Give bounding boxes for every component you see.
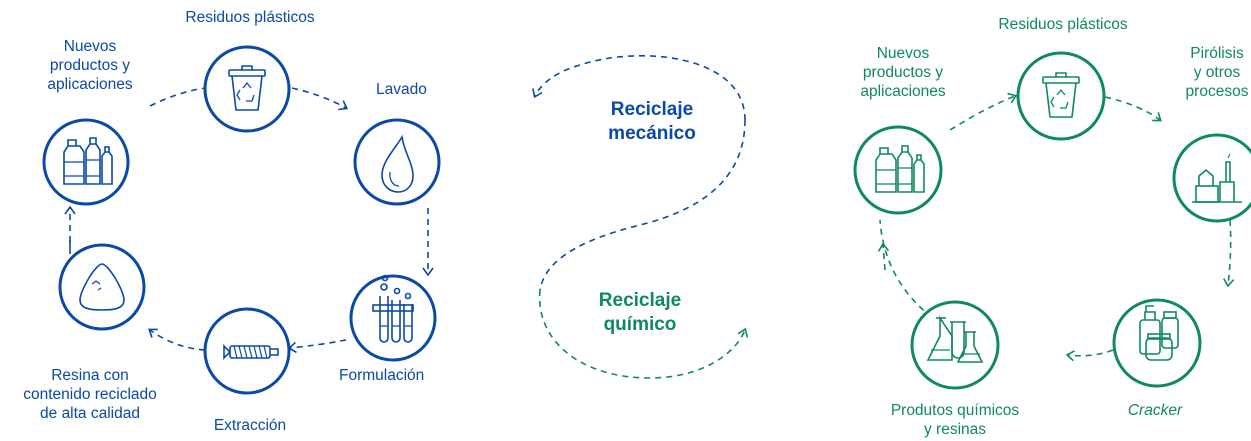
label-formulacion: Formulación bbox=[339, 367, 425, 384]
chem-bottles-icon bbox=[875, 145, 925, 193]
connector-residuos-lavado bbox=[291, 87, 349, 111]
mech-bottles-icon bbox=[63, 137, 113, 185]
chemical-step-nodes bbox=[853, 51, 1251, 390]
mech-extruder-screw-icon bbox=[223, 344, 279, 360]
s-curve-bottom bbox=[538, 289, 749, 379]
node-formulacion bbox=[349, 274, 437, 362]
label-resina: Resina con contenido reciclado de alta c… bbox=[23, 367, 157, 422]
connector-cracker-produtos bbox=[1065, 349, 1114, 362]
title-reciclaje-quimico: Reciclaje químico bbox=[598, 290, 682, 335]
node-extraccion bbox=[203, 307, 291, 395]
center-s-curve bbox=[532, 55, 749, 379]
chem-label-cracker: Cracker bbox=[1127, 402, 1183, 419]
chem-label-produtos: Produtos químicos y resinas bbox=[890, 402, 1020, 438]
s-curve-middle bbox=[539, 119, 746, 291]
mech-test-tubes-icon bbox=[372, 274, 414, 343]
chem-cosmetic-containers-icon bbox=[1139, 305, 1179, 361]
mechanical-cycle-connectors bbox=[64, 87, 434, 354]
connector-formulacion-extraccion bbox=[287, 339, 347, 354]
connector-nuevos-residuos bbox=[949, 92, 1018, 131]
chem-label-pirolisis: Pirólisis y otros procesos bbox=[1185, 45, 1249, 100]
chem-node-residuos bbox=[1016, 51, 1106, 141]
chem-label-nuevos: Nuevos productos y aplicaciones bbox=[860, 45, 946, 100]
chem-flasks-icon bbox=[926, 315, 984, 363]
chem-node-produtos bbox=[910, 300, 1000, 390]
connector-pirolisis-cracker bbox=[1223, 219, 1235, 288]
connector-nuevos-residuos bbox=[149, 87, 206, 107]
chem-factory-icon bbox=[1192, 153, 1242, 203]
mech-resin-pellet-icon bbox=[79, 263, 125, 311]
mech-recycle-bin-icon bbox=[228, 65, 266, 111]
node-residuos-plasticos bbox=[203, 45, 291, 133]
node-resina bbox=[58, 243, 146, 331]
chem-label-residuos: Residuos plásticos bbox=[998, 16, 1128, 33]
connector-residuos-pirolisis bbox=[1104, 96, 1162, 122]
label-lavado: Lavado bbox=[376, 81, 427, 98]
label-nuevos-productos: Nuevos productos y aplicaciones bbox=[47, 38, 133, 93]
s-curve-top bbox=[532, 55, 746, 121]
connector-produtos-nuevos-arrow bbox=[877, 242, 890, 271]
chem-node-cracker bbox=[1112, 298, 1202, 388]
node-lavado bbox=[353, 118, 441, 206]
chem-recycle-bin-icon bbox=[1042, 72, 1080, 118]
connector-extraccion-resina bbox=[148, 328, 206, 351]
label-extraccion: Extracción bbox=[213, 417, 287, 434]
title-reciclaje-mecanico: Reciclaje mecánico bbox=[608, 99, 696, 144]
mech-water-drop-icon bbox=[381, 134, 414, 193]
mechanical-step-nodes bbox=[42, 45, 441, 395]
label-residuos-plasticos: Residuos plásticos bbox=[185, 9, 315, 26]
